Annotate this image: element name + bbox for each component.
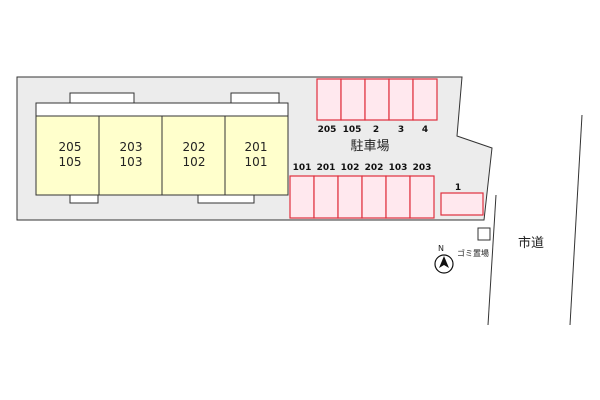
parking-slot-label: 2 — [373, 125, 379, 135]
parking-slot — [385, 175, 411, 219]
unit-label-top: 203 — [120, 140, 143, 154]
unit-label-bottom: 102 — [183, 155, 206, 169]
garbage-area — [477, 227, 491, 241]
unit-label-bottom: 101 — [245, 155, 268, 169]
parking-slot-label: 201 — [317, 163, 336, 173]
parking-slot — [289, 175, 315, 219]
parking-slot-label: 105 — [343, 125, 362, 135]
parking-label: 駐車場 — [350, 139, 389, 154]
parking-slot-label: 102 — [341, 163, 360, 173]
apartment-building: 205 105 203 103 202 102 201 101 — [35, 92, 289, 204]
parking-slot-extra — [440, 192, 484, 216]
compass-north-label: N — [438, 244, 444, 253]
parking-slot — [361, 175, 387, 219]
parking-slot-label: 202 — [365, 163, 384, 173]
unit-label-top: 201 — [245, 140, 268, 154]
unit-label-bottom: 105 — [59, 155, 82, 169]
parking-slot — [313, 175, 339, 219]
unit-label-top: 205 — [59, 140, 82, 154]
parking-slot — [388, 78, 414, 121]
parking-slot — [316, 78, 342, 121]
parking-slot-label: 205 — [318, 125, 337, 135]
parking-slot-label: 203 — [413, 163, 432, 173]
parking-slot-label: 101 — [293, 163, 312, 173]
parking-bottom-row: 101 201 102 202 103 203 — [289, 163, 435, 219]
parking-slot — [412, 78, 438, 121]
road-edge-right — [569, 114, 583, 326]
unit-label-top: 202 — [183, 140, 206, 154]
parking-slot — [409, 175, 435, 219]
road-edge-left — [487, 194, 497, 326]
unit-label-bottom: 103 — [120, 155, 143, 169]
parking-slot — [340, 78, 366, 121]
parking-slot-label: 4 — [422, 125, 428, 135]
garbage-label: ゴミ置場 — [457, 248, 489, 258]
parking-slot-extra-label: 1 — [455, 183, 461, 193]
parking-slot — [364, 78, 390, 121]
parking-slot — [337, 175, 363, 219]
parking-slot-label: 103 — [389, 163, 408, 173]
parking-top-row: 205 105 2 3 4 — [316, 78, 438, 135]
road-label: 市道 — [518, 235, 544, 251]
compass-icon: N — [434, 244, 454, 274]
parking-slot-label: 3 — [398, 125, 404, 135]
